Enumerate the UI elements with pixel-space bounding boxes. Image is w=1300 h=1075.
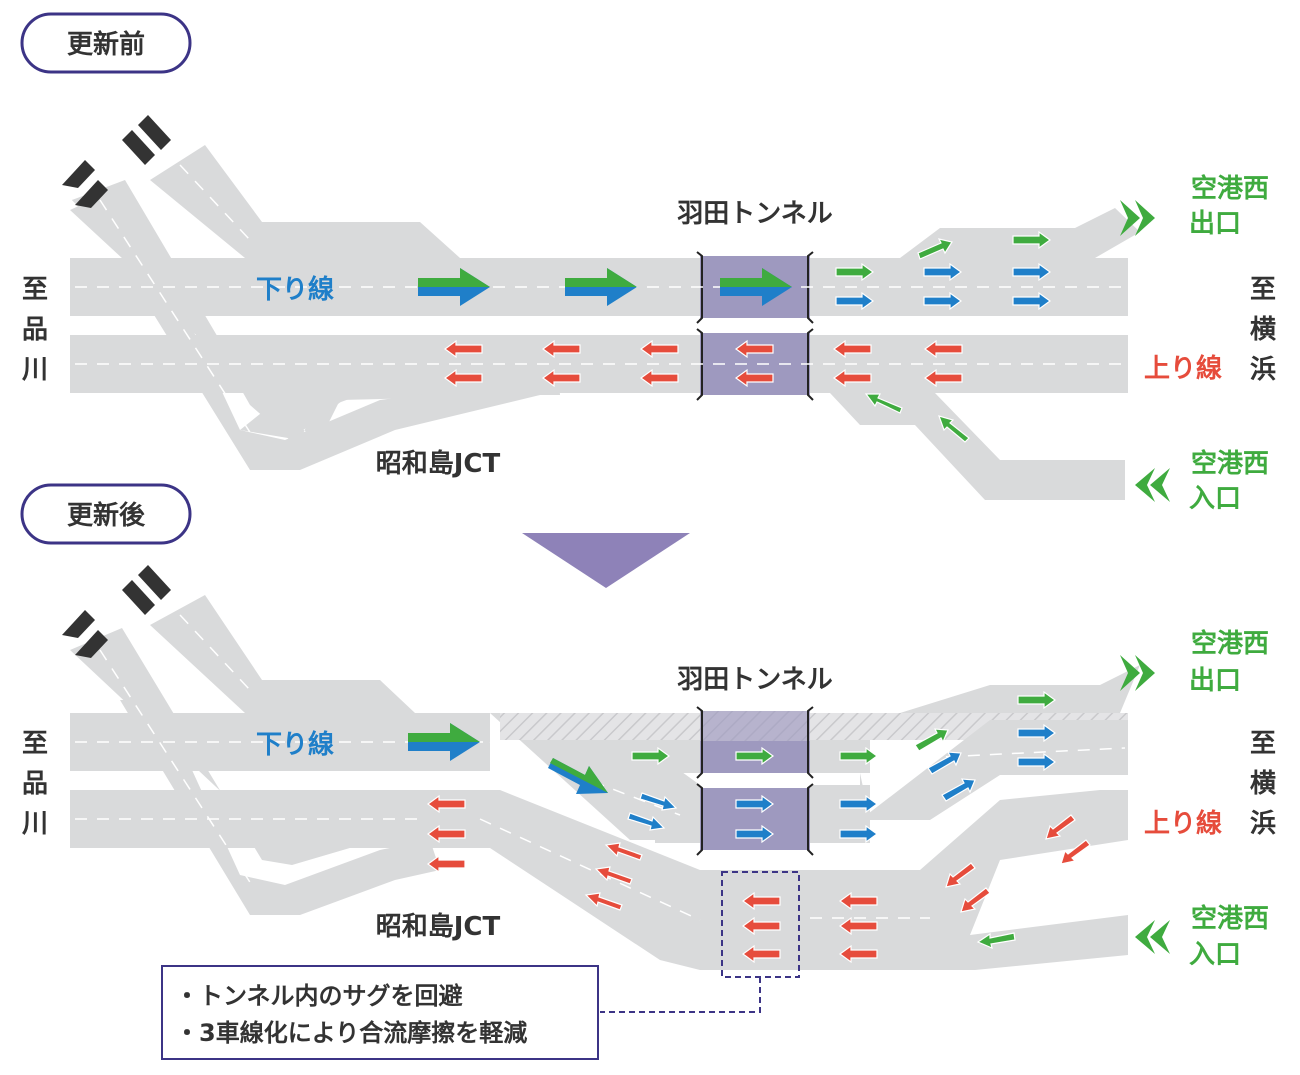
before-tunnel-label: 羽田トンネル: [677, 199, 832, 229]
after-entrance-2: 入口: [1189, 940, 1241, 970]
arrow-big-1: [418, 268, 490, 306]
before-exit-2: 出口: [1189, 209, 1241, 239]
after-left-dest-3: 川: [22, 809, 48, 839]
after-tunnel-label: 羽田トンネル: [677, 665, 832, 695]
before-up-label: 上り線: [1144, 353, 1222, 384]
before-badge: 更新前: [67, 29, 145, 60]
arrow-big-2: [565, 268, 637, 306]
after-up-arrows: [426, 794, 1091, 964]
after-right-dest-1: 至: [1250, 729, 1276, 759]
before-right-dest-3: 浜: [1250, 355, 1276, 385]
before-jct-label: 昭和島JCT: [376, 449, 501, 479]
callout-line-2: ・3車線化により合流摩擦を軽減: [175, 1019, 527, 1047]
after-chevron-down-icon: [122, 565, 171, 615]
after-left-dest-2: 品: [22, 769, 48, 799]
before-left-dest-3: 川: [22, 355, 48, 385]
before-entrance-2: 入口: [1189, 484, 1241, 514]
before-exit-chevron-icon: [1120, 200, 1155, 236]
after-down-arrows: [408, 723, 608, 794]
before-right-dest-1: 至: [1250, 275, 1276, 305]
before-down-arrows: [418, 268, 792, 306]
after-down-label: 下り線: [256, 729, 334, 760]
before-section: 更新前: [20, 12, 1276, 514]
before-entrance-1: 空港西: [1191, 448, 1269, 479]
after-badge: 更新後: [67, 500, 146, 531]
before-badge-frame: [20, 12, 192, 74]
after-right-dest-3: 浜: [1250, 809, 1276, 839]
after-exit-chevron-icon: [1120, 655, 1155, 691]
after-roads: [70, 595, 1140, 970]
before-up-arrows: [443, 339, 970, 443]
before-small-down-arrows: [835, 230, 1052, 311]
after-up-label: 上り線: [1144, 808, 1222, 839]
arrow-big-5: [548, 758, 608, 794]
transition-arrow-icon: [522, 533, 690, 588]
before-left-dest-1: 至: [22, 275, 48, 305]
arrow-big-3: [720, 268, 792, 306]
before-left-dest-2: 品: [22, 315, 48, 345]
before-exit-1: 空港西: [1191, 173, 1269, 204]
before-down-label: 下り線: [256, 274, 334, 305]
before-chevron-up-icon: [62, 160, 108, 208]
after-badge-frame: [20, 483, 192, 545]
arrow-big-4: [408, 723, 480, 761]
after-tunnel-bottom: [700, 788, 810, 850]
after-exit-2: 出口: [1189, 666, 1241, 696]
after-jct-label: 昭和島JCT: [376, 912, 501, 942]
after-entrance-chevron-icon: [1135, 920, 1170, 954]
after-entrance-1: 空港西: [1191, 903, 1269, 934]
callout-line-1: ・トンネル内のサグを回避: [175, 982, 463, 1010]
callout-box: [161, 965, 599, 1060]
before-chevron-down-icon: [122, 115, 171, 165]
callout-leader: [600, 977, 761, 1013]
after-section: 更新後: [20, 483, 1276, 1060]
after-exit-1: 空港西: [1191, 628, 1269, 659]
before-right-dest-2: 横: [1250, 315, 1276, 345]
before-entrance-chevron-icon: [1135, 468, 1170, 502]
after-left-dest-1: 至: [22, 729, 48, 759]
after-small-down-arrows: [627, 690, 1057, 844]
before-roads: [70, 145, 1140, 500]
after-chevron-up-icon: [62, 610, 108, 658]
after-right-dest-2: 横: [1250, 769, 1276, 799]
